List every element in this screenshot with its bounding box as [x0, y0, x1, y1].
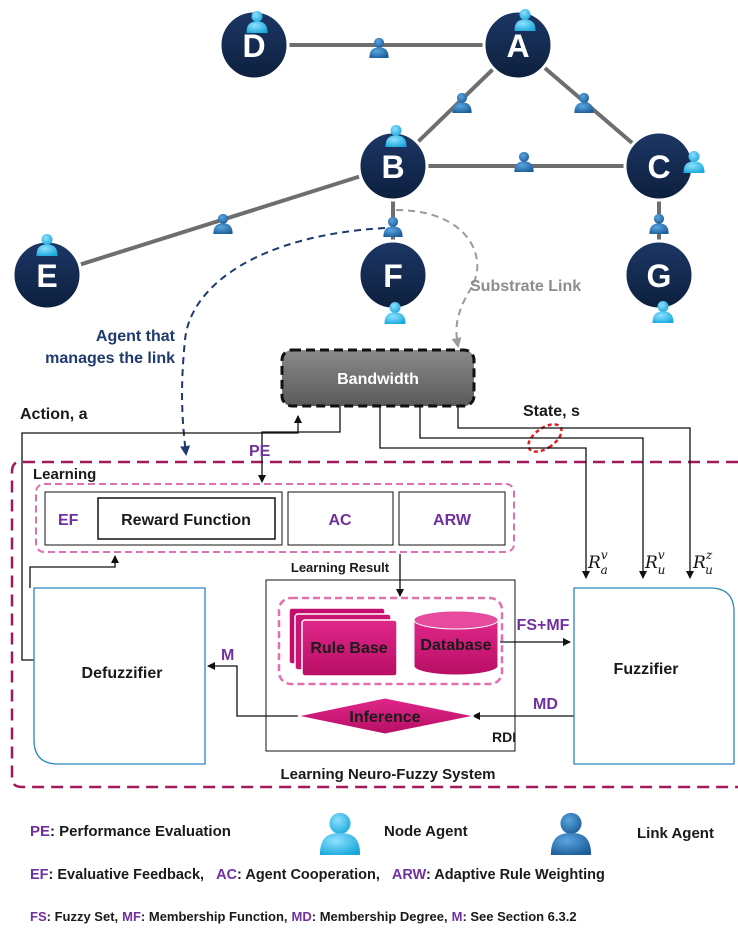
- legend-fs-mf-md-m: FS: Fuzzy Set,MF: Membership Function,MD…: [30, 909, 577, 924]
- node-label: C: [647, 149, 670, 185]
- state-label: State, s: [523, 403, 580, 420]
- legend-node-agent: Node Agent: [384, 823, 468, 840]
- rule-base-stack: Rule Base: [288, 607, 398, 677]
- node-label: F: [383, 258, 403, 294]
- node-b: B: [357, 130, 429, 202]
- bandwidth-box: [280, 348, 476, 408]
- database-label: Database: [420, 637, 491, 654]
- link-agents: [213, 37, 669, 237]
- substrate-link-label: Substrate Link: [470, 278, 581, 295]
- rule-base-label: Rule Base: [310, 640, 387, 657]
- node-d: D: [218, 9, 290, 81]
- link-agent-icon: [452, 92, 472, 113]
- learning-frame: [10, 460, 738, 789]
- md-label: MD: [533, 696, 558, 713]
- neuro-fuzzy-title: Learning Neuro-Fuzzy System: [280, 766, 495, 783]
- reward-function-box: [97, 497, 276, 540]
- action-label: Action, a: [20, 406, 88, 423]
- m-label: M: [221, 647, 234, 664]
- link-agent-icon: [369, 37, 389, 58]
- link-agent-icon: [514, 151, 534, 172]
- node-g: G: [623, 239, 695, 311]
- neuro-fuzzy-box: [265, 579, 516, 752]
- agent-manages-arrow: [180, 227, 386, 456]
- node-label: A: [506, 28, 529, 64]
- database-cylinder: Database: [413, 610, 499, 676]
- legend-ef-ac-arw: EF: Evaluative Feedback,AC: Agent Cooper…: [30, 867, 605, 883]
- signal-wires: [21, 406, 694, 720]
- fuzzifier-label: Fuzzifier: [614, 661, 679, 678]
- node-label: B: [381, 149, 404, 185]
- defuzzifier-label: Defuzzifier: [82, 665, 163, 682]
- agent-manages-label-2: manages the link: [45, 350, 175, 367]
- node-f: F: [357, 239, 429, 311]
- reward-function-label: Reward Function: [121, 512, 251, 529]
- learning-label: Learning: [33, 466, 96, 483]
- agent-manages-label-1: Agent that: [96, 328, 176, 345]
- node-label: D: [242, 28, 265, 64]
- bandwidth-label: Bandwidth: [337, 371, 419, 388]
- ac-label: AC: [328, 512, 352, 529]
- arw-box: [398, 491, 506, 546]
- inference-diamond: [297, 697, 475, 735]
- substrate-link-arrow: [395, 209, 479, 348]
- learning-components-frame: [35, 483, 515, 553]
- link-agent-icon: [550, 812, 592, 855]
- learning-result-label: Learning Result: [291, 560, 390, 575]
- state-highlight: [527, 423, 563, 453]
- node-label: G: [647, 258, 672, 294]
- arw-label: ARW: [433, 512, 472, 529]
- network-nodes: D A B C E F G: [11, 9, 695, 311]
- knowledge-base-frame: [277, 596, 504, 686]
- defuzzifier-box: [33, 587, 206, 765]
- network-edges: [46, 43, 661, 277]
- node-label: E: [36, 258, 57, 294]
- node-a: A: [482, 9, 554, 81]
- node-c: C: [623, 130, 695, 202]
- node-agent-icon: [319, 812, 361, 855]
- link-agent-icon: [383, 216, 403, 237]
- fs-mf-label: FS+MF: [517, 617, 570, 634]
- fuzzifier-box: [573, 587, 735, 765]
- pe-label: PE: [249, 443, 271, 460]
- ac-box: [287, 491, 394, 546]
- rdi-label: RDI: [492, 729, 516, 745]
- legend: PE: Performance Evaluation Node Agent Li…: [30, 812, 714, 924]
- link-agent-icon: [649, 213, 669, 234]
- legend-pe: PE: Performance Evaluation: [30, 823, 231, 840]
- inference-label: Inference: [349, 709, 420, 726]
- ef-label: EF: [58, 512, 79, 529]
- legend-link-agent: Link Agent: [637, 825, 714, 842]
